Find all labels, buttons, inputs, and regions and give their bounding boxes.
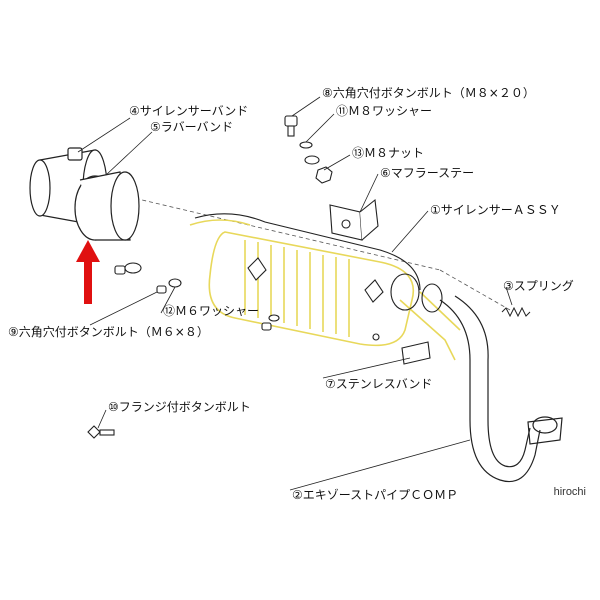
label-m8-nut: ⑬Ｍ８ナット bbox=[352, 146, 425, 160]
label-m8-washer: ⑪Ｍ８ワッシャー bbox=[336, 104, 433, 118]
label-rubber-band: ⑤ラバーバンド bbox=[150, 120, 234, 134]
silencer-assy-part bbox=[189, 219, 461, 361]
label-spring: ③スプリング bbox=[503, 279, 574, 293]
stainless-band-part bbox=[372, 333, 431, 365]
silencer-outline-dark bbox=[194, 213, 443, 313]
muffler-stay-part bbox=[329, 198, 379, 241]
leader-lines bbox=[77, 96, 513, 491]
red-arrow bbox=[76, 240, 100, 304]
label-bolt-m6x8: ⑨六角穴付ボタンボルト（Ｍ６×８） bbox=[8, 325, 209, 339]
exhaust-pipe-part bbox=[439, 295, 563, 483]
label-muffler-stay: ⑥マフラーステー bbox=[380, 166, 475, 180]
label-silencer-assy: ①サイレンサーＡＳＳＹ bbox=[430, 203, 561, 217]
assembly-axis-line-2 bbox=[439, 269, 511, 311]
label-bolt-m8x20: ⑧六角穴付ボタンボルト（Ｍ８×２０） bbox=[322, 86, 535, 100]
label-stainless-band: ⑦ステンレスバンド bbox=[325, 377, 433, 391]
label-exhaust-pipe: ②エキゾーストパイプＣＯＭＰ bbox=[292, 488, 459, 502]
label-m6-washer: ⑫Ｍ６ワッシャー bbox=[163, 304, 260, 318]
watermark: hirochi bbox=[553, 486, 586, 498]
bolt-m8-part bbox=[284, 115, 333, 184]
bolt-m6-part bbox=[114, 262, 280, 331]
rubber-band-part bbox=[74, 171, 140, 241]
label-silencer-band: ④サイレンサーバンド bbox=[129, 104, 249, 118]
spring-part bbox=[501, 306, 531, 318]
label-flange-bolt: ⑩フランジ付ボタンボルト bbox=[108, 400, 251, 414]
flange-bolt-part bbox=[87, 425, 115, 439]
